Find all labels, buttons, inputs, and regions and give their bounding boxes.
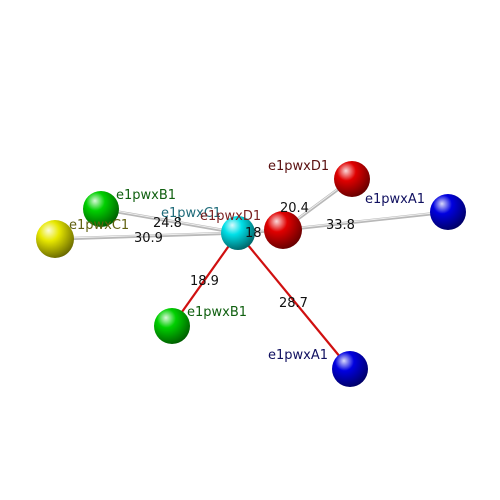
atom-red-top[interactable]: [334, 161, 370, 197]
atom-center[interactable]: [221, 216, 255, 250]
distance-label-center-green-bottom: 18.9: [190, 274, 219, 289]
distance-label-center-blue-bottom: 28.7: [279, 296, 308, 311]
atom-label-blue-right: e1pwxA1: [365, 192, 425, 207]
distance-label-red-near-red-top: 20.4: [280, 201, 309, 216]
atom-label-yellow-left: e1pwxC1: [69, 218, 129, 233]
distance-label-green-top-center: 24.8: [153, 216, 182, 231]
atom-blue-right[interactable]: [430, 194, 466, 230]
atom-label-red-top: e1pwxD1: [268, 159, 329, 174]
atom-yellow-left[interactable]: [36, 220, 74, 258]
atom-blue-bottom[interactable]: [332, 351, 368, 387]
atom-label-center: e1pwxC1: [161, 206, 221, 221]
atom-green-bottom[interactable]: [154, 308, 190, 344]
atom-red-near[interactable]: [264, 211, 302, 249]
atom-label-green-bottom: e1pwxB1: [187, 305, 247, 320]
bond-green_top-center: [100, 207, 239, 235]
distance-label-red-near-blue-right: 33.8: [326, 218, 355, 233]
bond-red_near-blue_right: [282, 210, 449, 232]
atom-label-blue-bottom: e1pwxA1: [268, 348, 328, 363]
atom-green-top[interactable]: [83, 191, 119, 227]
bond-center-blue_bottom: [237, 232, 351, 370]
distance-label-yellow-left-center: 30.9: [134, 231, 163, 246]
label-layer: e1pwxC1e1pwxD1e1pwxD1e1pwxA1e1pwxA1e1pwx…: [69, 159, 425, 363]
atom-label-red-near: e1pwxD1: [200, 209, 261, 224]
atom-layer: [36, 161, 466, 387]
bond-center-green_bottom: [171, 232, 239, 327]
bond-yellow_left-center: [54, 231, 239, 241]
atom-label-green-top: e1pwxB1: [116, 188, 176, 203]
distance-label-center-red-near: 18: [245, 226, 262, 241]
